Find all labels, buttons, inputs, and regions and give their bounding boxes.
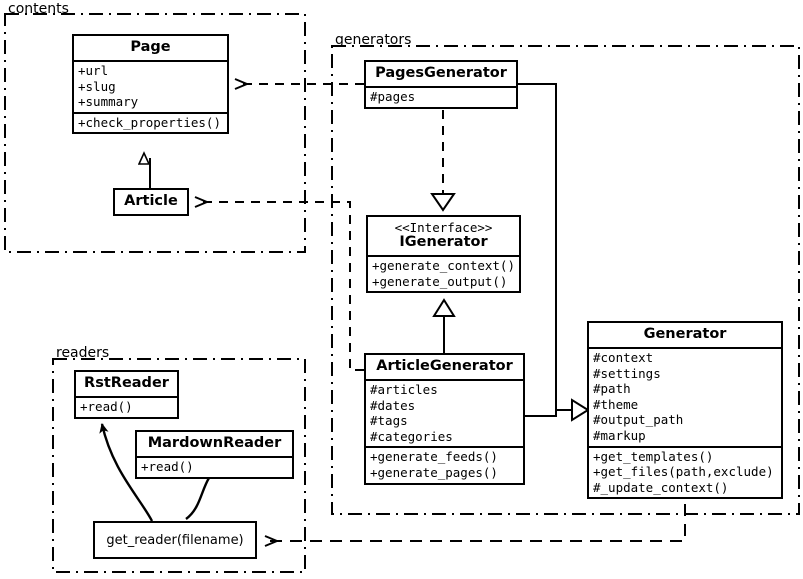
attribute: +url xyxy=(78,63,109,78)
class-articlegenerator-operations: +generate_feeds() +generate_pages() xyxy=(366,446,523,482)
operation: #_update_context() xyxy=(593,479,729,495)
attribute: #settings xyxy=(593,365,661,381)
class-pagesgenerator[interactable]: PagesGenerator #pages xyxy=(364,60,518,109)
class-igenerator-title: <<Interface>> IGenerator xyxy=(368,217,519,255)
operation: +generate_context() xyxy=(372,258,515,273)
package-generators-label: generators xyxy=(333,32,414,48)
operation: +generate_pages() xyxy=(370,464,498,480)
class-article-title: Article xyxy=(124,193,178,209)
class-igenerator[interactable]: <<Interface>> IGenerator +generate_conte… xyxy=(366,215,521,294)
attribute: +slug xyxy=(78,78,116,94)
class-igenerator-stereotype: <<Interface>> xyxy=(394,220,493,235)
attribute: #context xyxy=(593,350,654,365)
class-page-title: Page xyxy=(130,39,171,55)
attribute: #dates xyxy=(370,397,416,413)
package-readers-label: readers xyxy=(54,345,112,361)
class-page-operations: +check_properties() xyxy=(74,111,227,133)
package-contents-label: contents xyxy=(6,1,71,17)
function-get-reader[interactable]: get_reader(filename) xyxy=(93,521,257,559)
operation: +get_templates() xyxy=(593,448,714,464)
function-get-reader-label: get_reader(filename) xyxy=(106,532,244,548)
class-pagesgenerator-title: PagesGenerator xyxy=(375,65,507,81)
operation: +read() xyxy=(141,459,194,474)
class-page[interactable]: Page +url +slug +summary +check_properti… xyxy=(72,34,229,135)
class-page-attributes: +url +slug +summary xyxy=(74,60,227,112)
attribute: #articles xyxy=(370,382,438,397)
class-generator-title: Generator xyxy=(643,326,727,342)
operation: +check_properties() xyxy=(78,114,221,130)
operation: +get_files(path,exclude) xyxy=(593,464,774,480)
attribute: #path xyxy=(593,381,631,397)
class-articlegenerator-attributes: #articles #dates #tags #categories xyxy=(366,379,523,446)
class-rstreader-title: RstReader xyxy=(84,375,169,391)
class-mardownreader[interactable]: MardownReader +read() xyxy=(135,430,294,479)
operation: +read() xyxy=(80,399,133,414)
class-generator[interactable]: Generator #context #settings #path #them… xyxy=(587,321,783,500)
class-rstreader-operations: +read() xyxy=(76,396,177,417)
operation: +generate_feeds() xyxy=(370,449,498,465)
operation: +generate_output() xyxy=(372,273,508,289)
class-mardownreader-operations: +read() xyxy=(137,456,292,477)
attribute: #markup xyxy=(593,427,646,443)
class-rstreader[interactable]: RstReader +read() xyxy=(74,370,179,419)
class-articlegenerator[interactable]: ArticleGenerator #articles #dates #tags … xyxy=(364,353,525,485)
attribute: #tags xyxy=(370,413,408,429)
attribute: +summary xyxy=(78,94,139,110)
attribute: #pages xyxy=(370,89,416,104)
class-generator-attributes: #context #settings #path #theme #output_… xyxy=(589,347,781,446)
class-igenerator-operations: +generate_context() +generate_output() xyxy=(368,255,519,291)
class-igenerator-name: IGenerator xyxy=(399,234,488,250)
class-generator-operations: +get_templates() +get_files(path,exclude… xyxy=(589,445,781,498)
class-mardownreader-title: MardownReader xyxy=(147,435,282,451)
class-pagesgenerator-attributes: #pages xyxy=(366,86,516,107)
attribute: #theme xyxy=(593,396,639,412)
class-articlegenerator-title: ArticleGenerator xyxy=(376,358,513,374)
attribute: #categories xyxy=(370,428,453,444)
attribute: #output_path xyxy=(593,412,684,428)
class-article[interactable]: Article xyxy=(113,188,189,216)
